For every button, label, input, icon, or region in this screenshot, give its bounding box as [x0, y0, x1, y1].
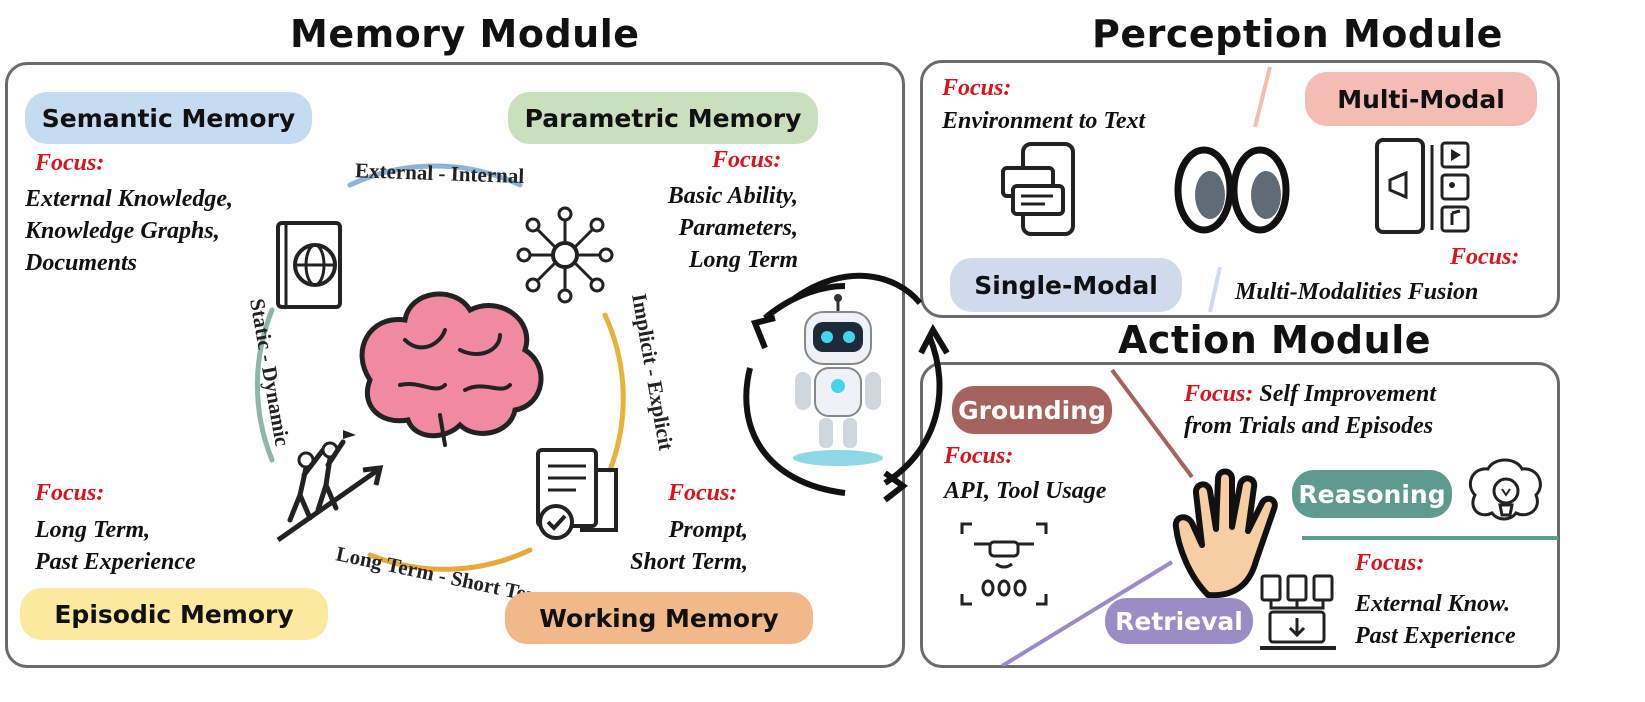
climbers-icon	[276, 430, 384, 543]
working-line: Short Term,	[630, 549, 748, 575]
cycle-arrows-icon	[743, 272, 950, 503]
working-focus-label: Focus:	[668, 480, 738, 506]
episodic-memory-pill: Episodic Memory	[20, 588, 328, 640]
network-icon	[516, 206, 614, 304]
episodic-focus-label: Focus:	[35, 480, 105, 506]
document-check-icon	[536, 448, 618, 540]
episodic-focus-text: Long Term, Past Experience	[35, 514, 196, 578]
perception-module-title: Perception Module	[1092, 12, 1503, 56]
drone-icon	[960, 522, 1048, 606]
book-globe-icon	[276, 221, 342, 309]
grounding-focus-label: Focus:	[944, 443, 1014, 469]
reasoning-pill: Reasoning	[1292, 470, 1452, 518]
reasoning-focus-text: Focus: Self Improvement from Trials and …	[1184, 378, 1436, 442]
parametric-line: Basic Ability,	[667, 183, 798, 209]
multi-modal-focus-text: Multi-Modalities Fusion	[1235, 279, 1479, 305]
robot-icon	[793, 294, 883, 466]
reasoning-line: from Trials and Episodes	[1184, 413, 1434, 439]
working-memory-pill: Working Memory	[505, 592, 813, 644]
semantic-focus-text: External Knowledge, Knowledge Graphs, Do…	[25, 183, 233, 279]
arc-label-implicit-explicit: Implicit - Explicit	[627, 292, 678, 452]
semantic-focus-label: Focus:	[35, 150, 105, 176]
perception-decor-lines	[1208, 66, 1272, 313]
multi-modal-pill: Multi-Modal	[1305, 72, 1537, 126]
retrieval-focus-text: External Know. Past Experience	[1355, 588, 1516, 652]
action-module-title: Action Module	[1118, 318, 1431, 362]
working-focus-text: Prompt, Short Term,	[580, 514, 748, 578]
episodic-line: Past Experience	[35, 549, 196, 575]
semantic-line: Documents	[25, 250, 138, 276]
lightbulb-brain-icon	[1469, 458, 1542, 521]
single-modal-focus-text: Environment to Text	[942, 108, 1146, 134]
working-line: Prompt,	[668, 517, 748, 543]
parametric-line: Long Term	[688, 247, 798, 273]
multi-modal-focus-label: Focus:	[1450, 244, 1520, 270]
retrieval-line: Past Experience	[1355, 623, 1516, 649]
semantic-line: Knowledge Graphs,	[25, 218, 220, 244]
retrieval-line: External Know.	[1355, 591, 1511, 617]
retrieval-focus-label: Focus:	[1355, 550, 1425, 576]
hand-icon	[1172, 468, 1278, 599]
semantic-line: External Knowledge,	[25, 186, 234, 212]
parametric-memory-pill: Parametric Memory	[508, 92, 818, 144]
action-decor-lines	[1000, 368, 1558, 666]
reasoning-focus-label: Focus:	[1184, 381, 1254, 407]
memory-module-title: Memory Module	[290, 12, 640, 56]
arc-label-static-dynamic: Static - Dynamic	[245, 297, 295, 448]
parametric-line: Parameters,	[678, 215, 798, 241]
episodic-line: Long Term,	[35, 517, 151, 543]
memory-cycle-graphic	[254, 163, 626, 572]
laptop-docs-icon	[1260, 574, 1336, 650]
parametric-focus-label: Focus:	[712, 147, 782, 173]
chat-phone-icon	[1001, 142, 1075, 236]
arc-label-external-internal: External - Internal	[355, 158, 525, 188]
grounding-pill: Grounding	[952, 386, 1112, 434]
parametric-focus-text: Basic Ability, Parameters, Long Term	[600, 180, 798, 276]
brain-icon	[359, 291, 544, 447]
single-modal-pill: Single-Modal	[950, 258, 1182, 312]
single-modal-focus-label: Focus:	[942, 75, 1012, 101]
semantic-memory-pill: Semantic Memory	[25, 92, 312, 144]
eyes-icon	[1174, 146, 1290, 234]
reasoning-focus-line: Focus: Self Improvement	[1184, 378, 1436, 410]
retrieval-pill: Retrieval	[1105, 598, 1253, 644]
reasoning-line: Self Improvement	[1259, 381, 1436, 407]
grounding-focus-text: API, Tool Usage	[944, 478, 1107, 504]
multimedia-phone-icon	[1375, 138, 1470, 234]
